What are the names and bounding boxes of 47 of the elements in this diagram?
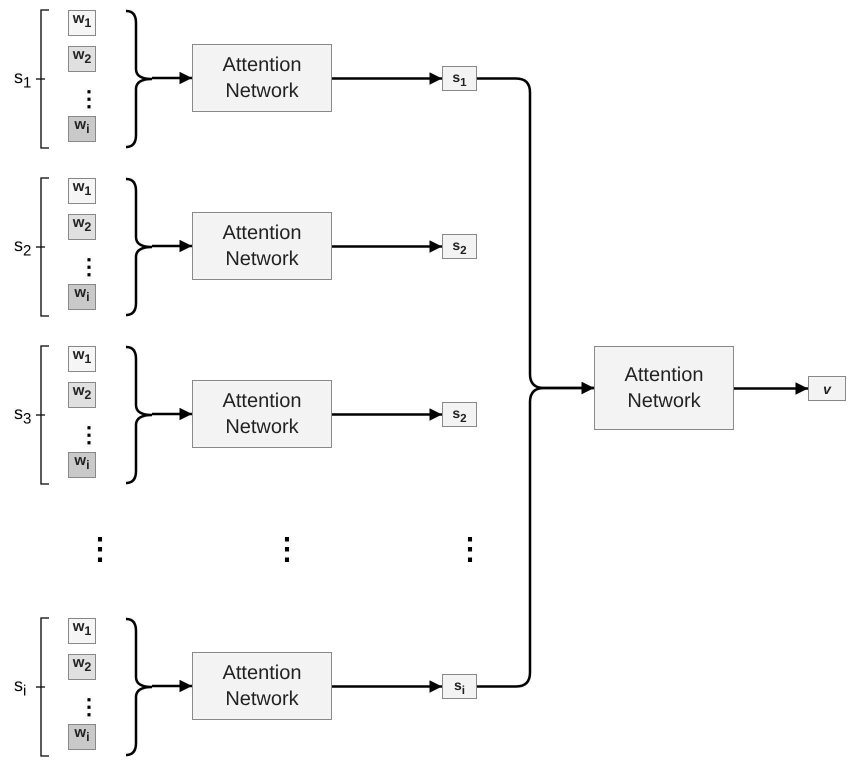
arrow bbox=[332, 240, 442, 253]
ellipsis: ⋮ bbox=[85, 535, 115, 565]
arrow bbox=[332, 680, 442, 693]
attention-network-box: Attention Network bbox=[192, 652, 332, 720]
word-box: w$_{2}$ bbox=[68, 382, 96, 408]
bracket-group bbox=[14, 8, 152, 150]
word-box: w$_{i}$ bbox=[68, 284, 96, 310]
arrow bbox=[332, 408, 442, 421]
word-box: w$_{1}$ bbox=[68, 178, 96, 204]
word-box: w$_{2}$ bbox=[68, 214, 96, 240]
arrow bbox=[152, 72, 192, 84]
arrow bbox=[734, 382, 808, 395]
word-box: w$_{i}$ bbox=[68, 724, 96, 750]
vector-box: s$_{i}$ bbox=[442, 674, 477, 699]
arrow bbox=[477, 382, 594, 688]
word-box: w$_{1}$ bbox=[68, 618, 96, 644]
ellipsis: ⋮ bbox=[78, 88, 100, 110]
vector-box: s$_{2}$ bbox=[442, 234, 477, 259]
word-box: w$_{i}$ bbox=[68, 116, 96, 142]
bracket-group bbox=[14, 616, 152, 758]
word-box: w$_{2}$ bbox=[68, 654, 96, 680]
arrow bbox=[332, 72, 442, 85]
attention-network-box: Attention Network bbox=[192, 212, 332, 280]
bracket-group bbox=[14, 344, 152, 486]
vector-box: v bbox=[808, 376, 846, 401]
ellipsis: ⋮ bbox=[455, 535, 485, 565]
vector-box: s$_{2}$ bbox=[442, 402, 477, 427]
word-box: w$_{1}$ bbox=[68, 10, 96, 36]
word-box: w$_{2}$ bbox=[68, 46, 96, 72]
sentence-label: s$_{1}$ bbox=[14, 67, 32, 92]
ellipsis: ⋮ bbox=[78, 424, 100, 446]
bracket-group bbox=[14, 176, 152, 318]
arrow bbox=[152, 680, 192, 692]
ellipsis: ⋮ bbox=[78, 256, 100, 278]
attention-network-box: Attention Network bbox=[192, 44, 332, 112]
sentence-label: s$_{i}$ bbox=[14, 675, 26, 700]
word-box: w$_{1}$ bbox=[68, 346, 96, 372]
attention-network-box: Attention Network bbox=[192, 380, 332, 448]
sentence-label: s$_{2}$ bbox=[14, 235, 32, 260]
ellipsis: ⋮ bbox=[78, 696, 100, 718]
sentence-label: s$_{3}$ bbox=[14, 403, 32, 428]
arrow bbox=[152, 408, 192, 420]
ellipsis: ⋮ bbox=[272, 535, 302, 565]
word-box: w$_{i}$ bbox=[68, 452, 96, 478]
arrow bbox=[152, 240, 192, 252]
attention-network-box: Attention Network bbox=[594, 346, 734, 430]
vector-box: s$_{1}$ bbox=[442, 66, 477, 91]
